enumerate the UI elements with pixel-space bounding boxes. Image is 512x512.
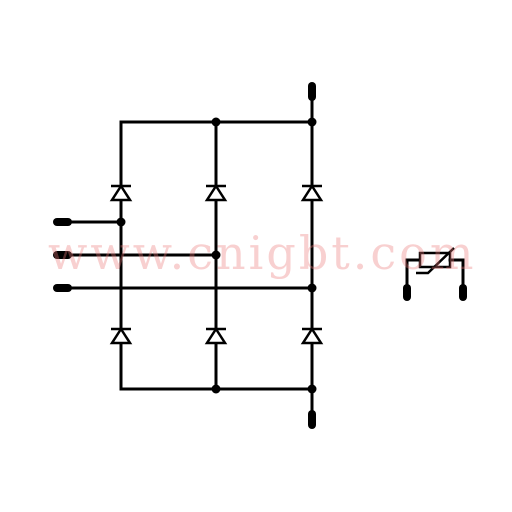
junction-dot	[211, 250, 221, 260]
junction-dot	[307, 384, 317, 394]
diode-lower-2	[204, 326, 228, 345]
junction-dot	[307, 117, 317, 127]
diode-lower-3	[300, 326, 324, 345]
junction-dot	[211, 117, 221, 127]
junction-dot	[211, 384, 221, 394]
diode-upper-1	[109, 183, 133, 202]
junction-dot	[307, 283, 317, 293]
thermistor	[403, 247, 467, 301]
diode-upper-3	[300, 183, 324, 202]
diode-lower-1	[109, 326, 133, 345]
junction-dot	[116, 217, 126, 227]
diode-upper-2	[204, 183, 228, 202]
